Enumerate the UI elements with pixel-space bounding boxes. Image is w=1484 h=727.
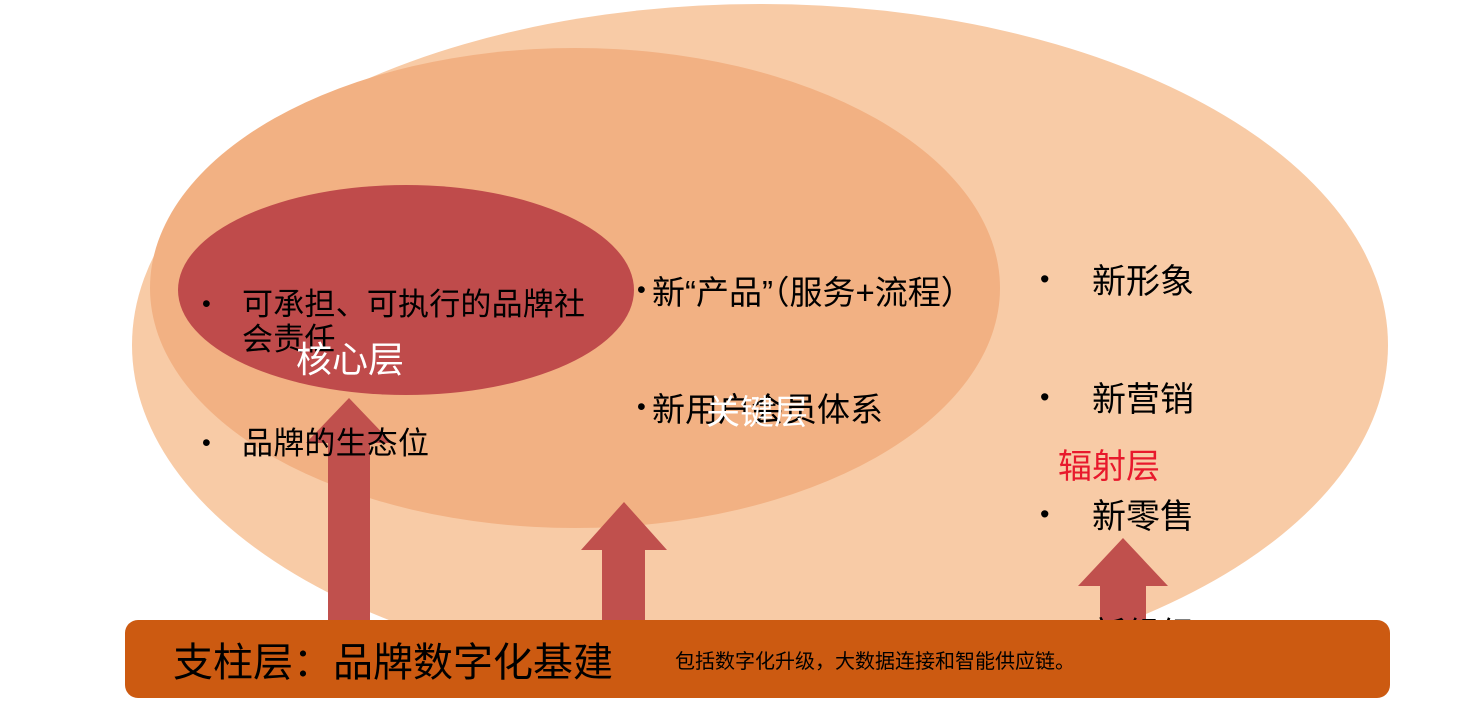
bullet-icon: • <box>202 429 211 458</box>
pillar-layer-note: 包括数字化升级，大数据连接和智能供应链。 <box>675 650 1075 673</box>
key-layer-label: 关键层 <box>706 394 808 432</box>
core-layer-bullet-list: • 可承担、可执行的品牌社会责任 • 品牌的生态位 <box>196 219 616 531</box>
bullet-icon: • <box>1040 499 1050 530</box>
list-item: • 新“产品”（服务+流程） <box>637 274 997 313</box>
pillar-layer-title: 支柱层：品牌数字化基建 <box>173 641 613 685</box>
list-item: • 新零售 <box>1036 497 1296 538</box>
list-item: • 新用户会员体系 <box>637 391 997 430</box>
bullet-icon: • <box>637 275 646 304</box>
arrow-to-core <box>306 398 392 622</box>
key-layer-item-2: 新用户会员体系 <box>652 390 883 428</box>
pillar-layer-bar: 支柱层：品牌数字化基建 包括数字化升级，大数据连接和智能供应链。 <box>125 620 1390 698</box>
radiation-layer-item-2: 新营销 <box>1092 380 1194 419</box>
bullet-icon: • <box>1040 264 1050 295</box>
list-item: • 新营销 <box>1036 380 1296 421</box>
bullet-icon: • <box>1040 381 1050 412</box>
arrow-to-key <box>581 502 667 622</box>
radiation-layer-item-3: 新零售 <box>1092 498 1194 537</box>
core-layer-item-2: 品牌的生态位 <box>242 426 430 462</box>
arrow-to-radiation <box>1078 538 1168 622</box>
key-layer-item-1: 新“产品”（服务+流程） <box>652 273 974 311</box>
list-item: • 可承担、可执行的品牌社会责任 <box>196 287 616 358</box>
list-item: • 新形象 <box>1036 262 1296 303</box>
radiation-layer-label: 辐射层 <box>1058 448 1160 486</box>
bullet-icon: • <box>202 290 211 319</box>
list-item: • 品牌的生态位 <box>196 427 616 462</box>
bullet-icon: • <box>637 392 646 421</box>
core-layer-item-1: 可承担、可执行的品牌社会责任 <box>242 287 586 358</box>
core-layer-label: 核心层 <box>296 339 405 380</box>
radiation-layer-item-1: 新形象 <box>1092 263 1194 302</box>
core-ellipse <box>178 185 634 395</box>
key-layer-bullet-list: • 新“产品”（服务+流程） • 新用户会员体系 <box>637 196 997 508</box>
